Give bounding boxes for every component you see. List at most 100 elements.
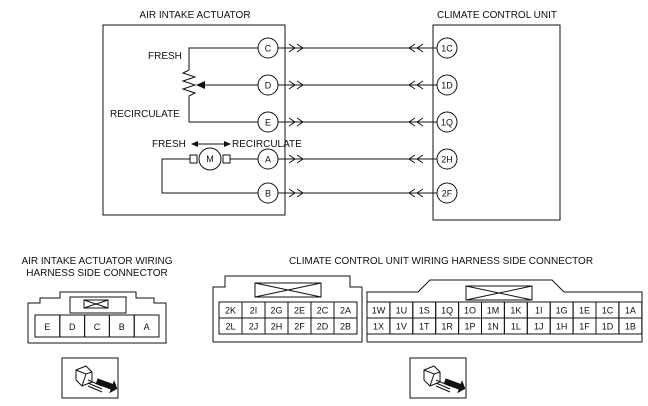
actuator-terminal — [257, 111, 279, 133]
connector-cell — [333, 317, 358, 335]
connector-pin-label: 2K — [225, 306, 236, 316]
connector-chevron-icon — [416, 154, 424, 164]
motor-wire-b — [161, 158, 258, 194]
climate-unit-terminal — [436, 111, 458, 133]
motor-recirculate-label: RECIRCULATE — [232, 139, 302, 150]
connector-pin-label: 1L — [511, 322, 521, 332]
connector-pin-label: 2D — [317, 322, 329, 332]
connector-pin-label: 1X — [373, 322, 384, 332]
connector-chevron-icon — [288, 154, 296, 164]
motor-fresh-label: FRESH — [152, 139, 186, 150]
climate-unit-terminal-label: 1C — [441, 44, 453, 54]
connector-chevron-icon — [408, 117, 416, 127]
climate-unit-title: CLIMATE CONTROL UNIT — [437, 10, 557, 21]
connector-plug-icon — [61, 357, 119, 399]
connector-chevron-icon — [416, 80, 424, 90]
connector-chevron-icon — [296, 154, 304, 164]
pot-wire-top — [188, 47, 258, 70]
climate-unit-terminal-label: 2F — [442, 189, 453, 199]
actuator-connector-title-line1: AIR INTAKE ACTUATOR WIRING — [21, 256, 172, 267]
arrow-left-icon — [191, 141, 198, 147]
climate-unit-terminal-label: 1D — [441, 81, 453, 91]
connector-chevron-icon — [416, 43, 424, 53]
connector-chevron-icon — [296, 117, 304, 127]
connector-chevron-icon — [408, 154, 416, 164]
fresh-label: FRESH — [148, 51, 182, 62]
pot-wiper-arrow-icon — [196, 81, 205, 89]
connector-pin-label: 1B — [625, 322, 636, 332]
recirculate-label: RECIRCULATE — [110, 109, 180, 120]
actuator-terminal-label: D — [265, 81, 272, 91]
arrow-right-icon — [224, 141, 231, 147]
connector-pin-label: E — [44, 322, 50, 332]
actuator-box — [102, 24, 286, 216]
climate-unit-terminal — [436, 74, 458, 96]
connector-pin-label: 2J — [249, 322, 259, 332]
actuator-terminal — [257, 37, 279, 59]
connector-pin-label: 1M — [487, 306, 500, 316]
actuator-title: AIR INTAKE ACTUATOR — [139, 10, 250, 21]
actuator-terminal-label: E — [265, 118, 271, 128]
connector-pin-label: 1O — [464, 306, 476, 316]
connector-chevron-icon — [416, 117, 424, 127]
pot-wire-bottom — [188, 96, 258, 123]
actuator-connector-title-line2: HARNESS SIDE CONNECTOR — [26, 268, 168, 279]
connector-pin-label: 1F — [579, 322, 590, 332]
connector-pin-label: 1G — [556, 306, 568, 316]
connector-chevron-icon — [408, 43, 416, 53]
connector-pin-label: 2I — [250, 306, 258, 316]
actuator-connector — [27, 291, 167, 344]
climate-unit-terminal — [436, 182, 458, 204]
climate-unit-terminal-label: 1Q — [441, 118, 453, 128]
ccu-connector-right-pins: 1W 1U 1S 1Q 1O 1M 1K 1I 1G 1E 1C 1A 1X 1V 1T 1R 1P 1N 1L 1J… — [366, 301, 643, 335]
connector-pin-label: 1N — [487, 322, 499, 332]
potentiometer-resistor — [181, 69, 197, 97]
connector-pin-label: 2E — [294, 306, 305, 316]
motor-icon — [198, 147, 222, 171]
actuator-terminal-label: A — [265, 155, 271, 165]
connector-pin-label: 1P — [465, 322, 476, 332]
climate-unit-terminal — [436, 37, 458, 59]
connector-pin-label: 1R — [441, 322, 453, 332]
connector-chevron-icon — [296, 188, 304, 198]
connector-pin-label: 2C — [317, 306, 329, 316]
connector-pin-label: 1E — [579, 306, 590, 316]
connector-chevron-icon — [288, 43, 296, 53]
connector-chevron-icon — [296, 43, 304, 53]
connector-pin-label: 1W — [372, 306, 386, 316]
motor-symbol: M — [206, 154, 214, 164]
connector-pin-label: 1K — [510, 306, 521, 316]
motor-brush-left — [189, 154, 198, 164]
connector-pin-label: 1V — [396, 322, 407, 332]
connector-pin-label: 2G — [270, 306, 282, 316]
connector-chevron-icon — [416, 188, 424, 198]
connector-pin-label: 1Q — [441, 306, 453, 316]
connector-pin-label: 1D — [602, 322, 614, 332]
connector-pin-label: 1I — [535, 306, 543, 316]
connector-pin-label: 1T — [419, 322, 430, 332]
actuator-terminal-label: C — [265, 44, 272, 54]
actuator-terminal-label: B — [265, 189, 271, 199]
connector-cell — [618, 317, 643, 335]
connector-pin-label: 1U — [396, 306, 408, 316]
connector-pin-label: B — [119, 322, 125, 332]
connector-pin-label: 1C — [602, 306, 614, 316]
connector-pin-label: 1A — [625, 306, 636, 316]
actuator-terminal — [257, 148, 279, 170]
motor-brush-right — [222, 154, 231, 164]
connector-chevron-icon — [288, 80, 296, 90]
connector-pin-label: A — [144, 322, 150, 332]
connector-chevron-icon — [288, 117, 296, 127]
connector-cell — [133, 314, 160, 338]
ccu-connector-title: CLIMATE CONTROL UNIT WIRING HARNESS SIDE… — [289, 256, 593, 267]
connector-pin-label: 1J — [534, 322, 544, 332]
connector-pin-label: 2L — [225, 322, 235, 332]
connector-pin-label: 1H — [556, 322, 568, 332]
connector-pin-label: 1S — [419, 306, 430, 316]
connector-chevron-icon — [408, 80, 416, 90]
connector-pin-label: 2H — [271, 322, 283, 332]
